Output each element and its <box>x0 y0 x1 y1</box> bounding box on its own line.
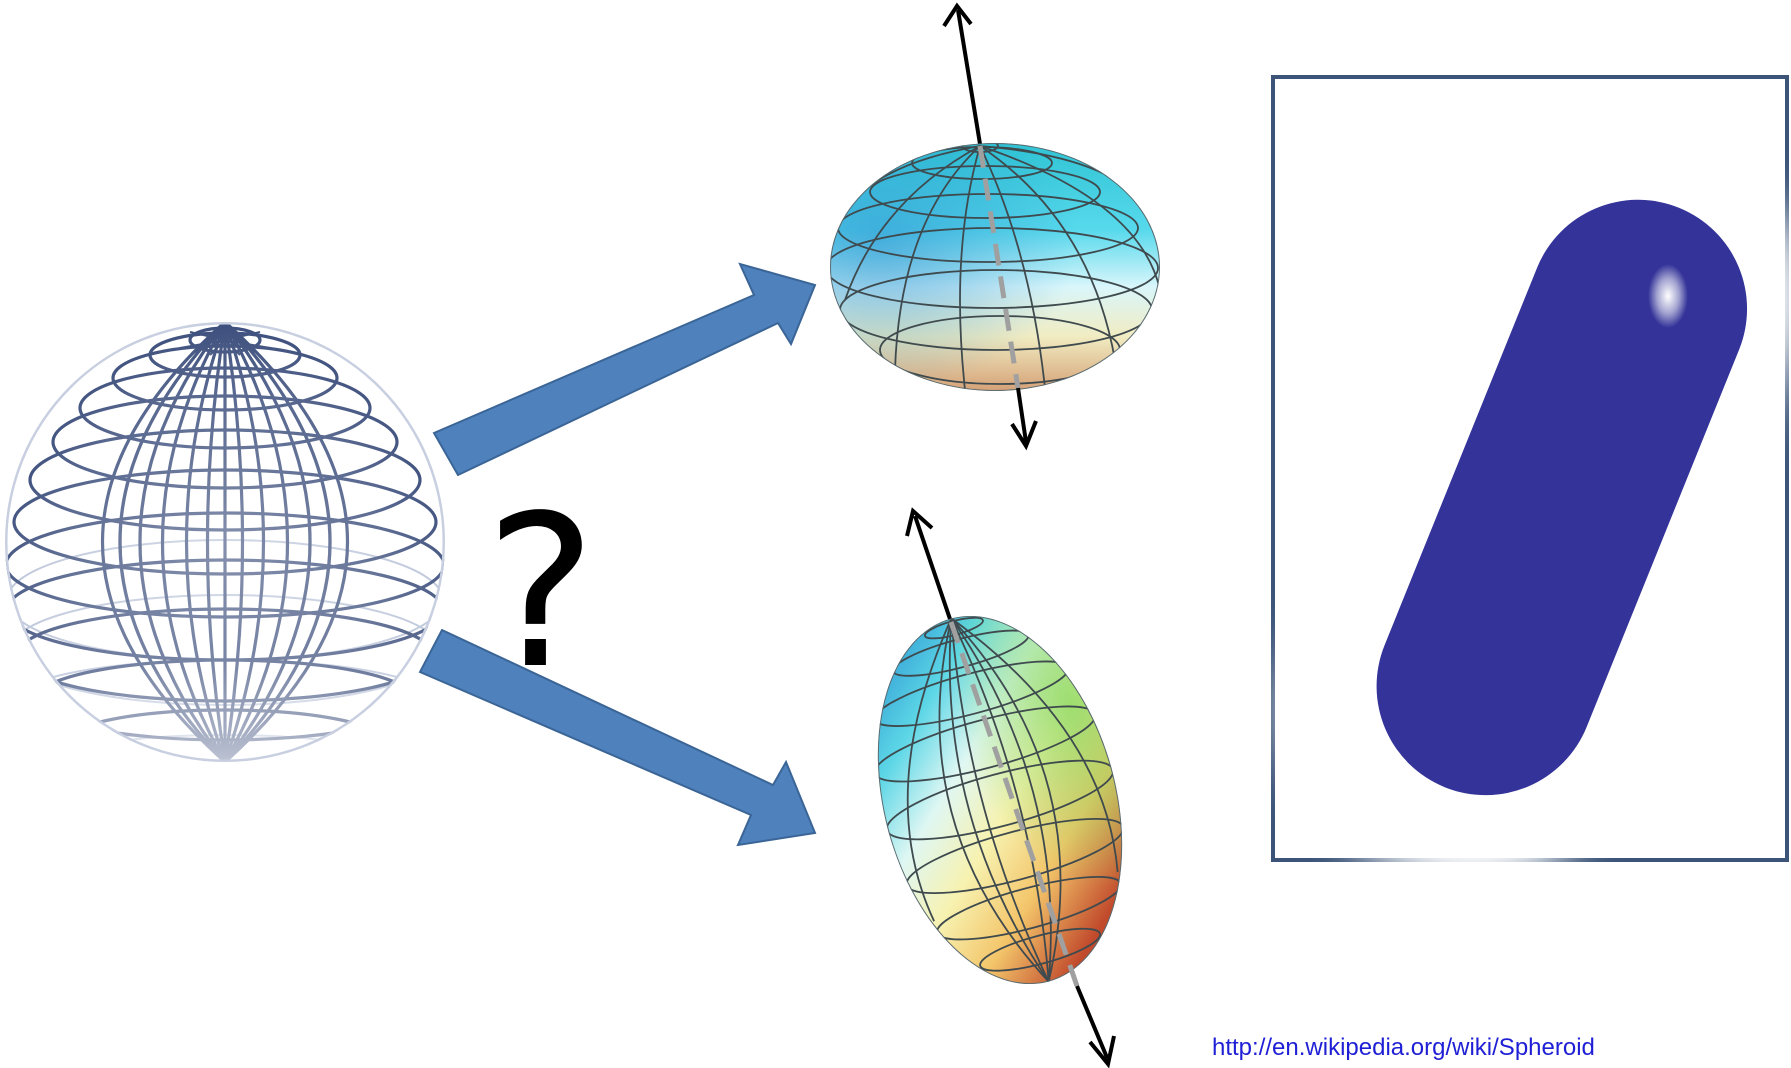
capsule-bacterium-icon <box>1282 126 1791 884</box>
source-link[interactable]: http://en.wikipedia.org/wiki/Spheroid <box>1212 1034 1595 1061</box>
lower-arrow-icon <box>418 628 817 847</box>
prolate-spheroid-icon <box>873 507 1125 1068</box>
wireframe-sphere-icon <box>5 322 445 762</box>
question-mark: ? <box>485 470 597 715</box>
inset-panel <box>1271 75 1791 884</box>
oblate-spheroid-icon <box>830 2 1160 451</box>
upper-arrow-icon <box>432 262 817 477</box>
